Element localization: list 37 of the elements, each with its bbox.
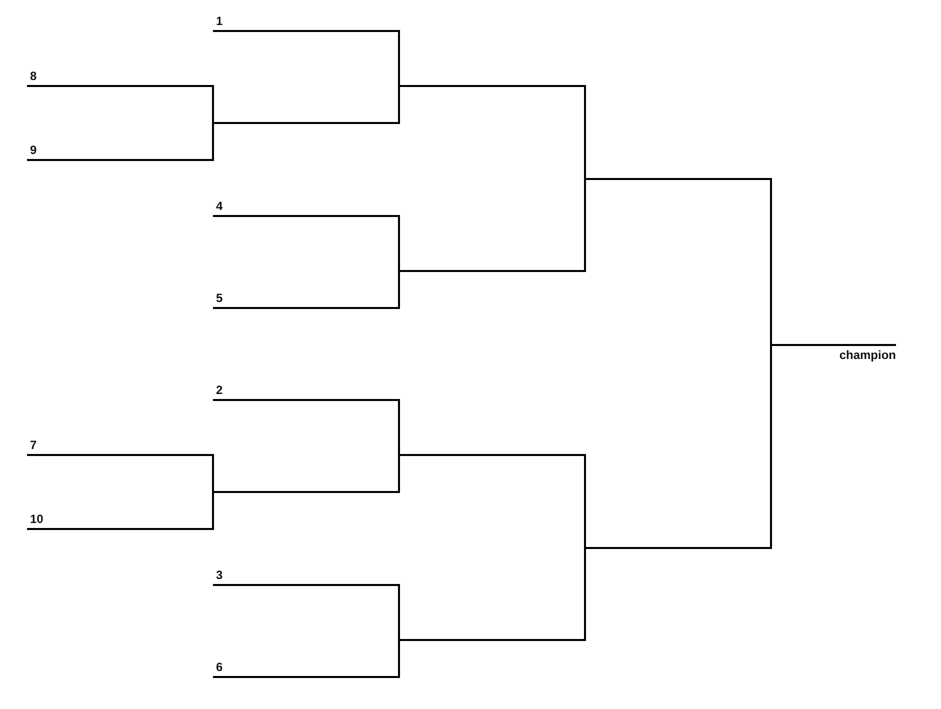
bracket-line	[213, 122, 399, 124]
bracket-connector	[770, 344, 772, 549]
seed-number: 2	[216, 383, 223, 397]
seed-number: 9	[30, 143, 37, 157]
bracket-line	[585, 178, 771, 180]
bracket-connector	[584, 547, 586, 641]
seed-number: 1	[216, 14, 223, 28]
bracket-connector	[398, 30, 400, 87]
bracket-connector	[212, 122, 214, 161]
bracket-connector	[212, 491, 214, 530]
bracket-connector	[398, 270, 400, 309]
bracket-connector	[770, 178, 772, 346]
bracket-connector	[398, 639, 400, 678]
seed-number: 7	[30, 438, 37, 452]
bracket-connector	[584, 85, 586, 180]
bracket-line	[585, 547, 771, 549]
slot-caption: champion	[839, 348, 896, 362]
bracket-line	[399, 85, 585, 87]
seed-number: 3	[216, 568, 223, 582]
seed-number: 10	[30, 512, 44, 526]
bracket-connector	[398, 215, 400, 272]
bracket-line	[399, 454, 585, 456]
bracket-connector	[398, 399, 400, 456]
bracket-connector	[584, 454, 586, 549]
bracket-connector	[398, 454, 400, 493]
seed-number: 8	[30, 69, 37, 83]
bracket-connector	[584, 178, 586, 272]
bracket-connector	[212, 454, 214, 493]
seed-number: 6	[216, 660, 223, 674]
seed-number: 5	[216, 291, 223, 305]
bracket-line	[399, 639, 585, 641]
bracket-connector	[212, 85, 214, 124]
seed-number: 4	[216, 199, 223, 213]
bracket-line	[399, 270, 585, 272]
bracket-connector	[398, 85, 400, 124]
bracket-line	[213, 491, 399, 493]
bracket-connector	[398, 584, 400, 641]
